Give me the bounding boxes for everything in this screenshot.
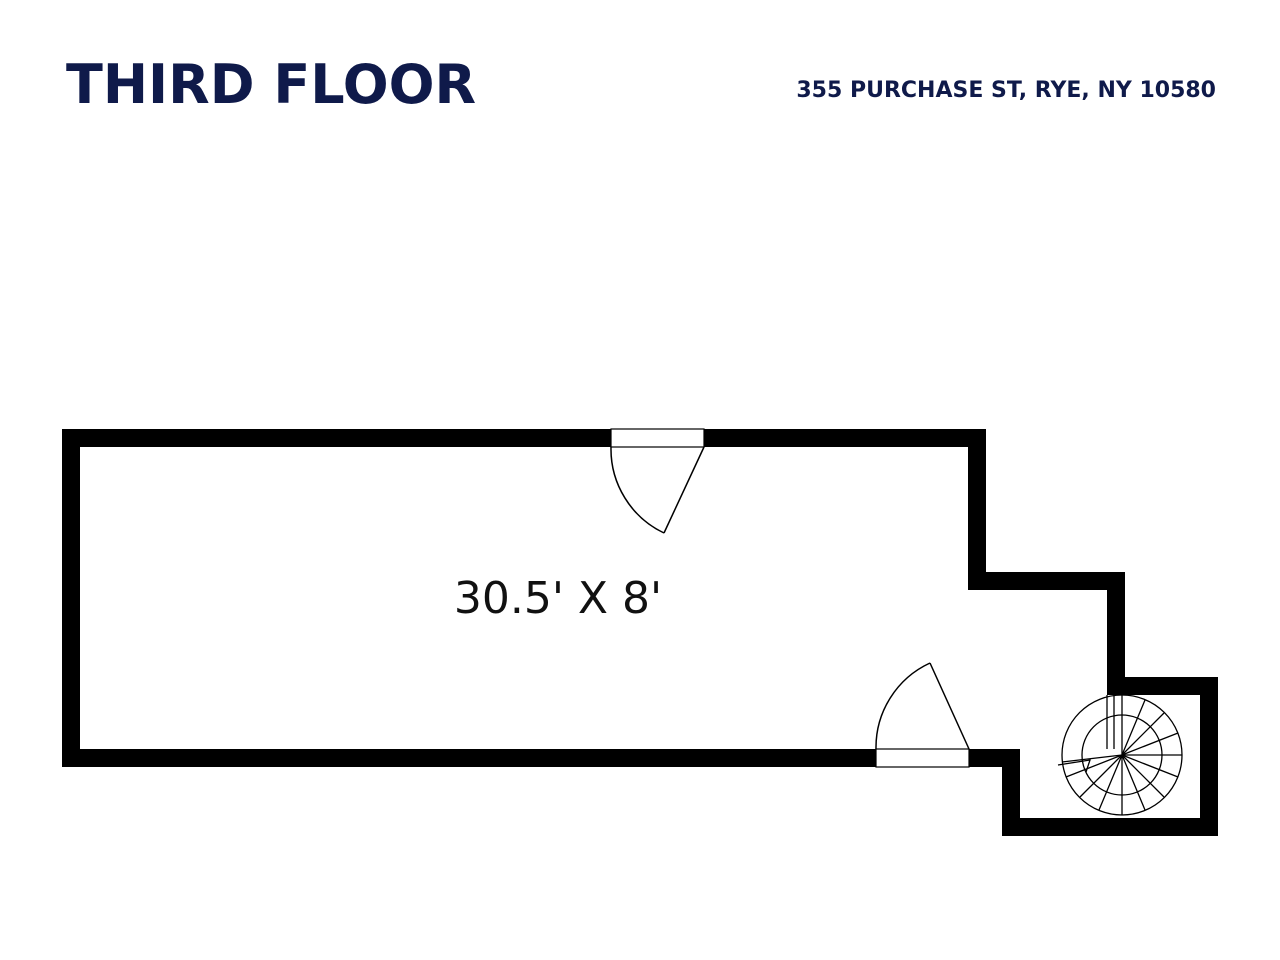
room-dimensions: 30.5' X 8' [454, 573, 662, 624]
stair-treads [1061, 695, 1182, 815]
property-address: 355 PURCHASE ST, RYE, NY 10580 [796, 78, 1216, 103]
main-room-interior [80, 447, 1200, 818]
stair-partition [1107, 590, 1125, 695]
door-bottom-leaf [929, 662, 970, 750]
door-top-swing [610, 446, 665, 534]
door-top [610, 428, 705, 534]
spiral-staircase [1057, 694, 1183, 816]
door-bottom [875, 662, 970, 768]
door-top-leaf [663, 446, 705, 534]
walls [62, 429, 1218, 836]
door-bottom-opening [875, 748, 970, 768]
door-top-opening [610, 428, 705, 448]
page-title: THIRD FLOOR [66, 53, 477, 116]
stair-direction-arrow [1057, 759, 1091, 773]
door-bottom-swing [875, 662, 931, 750]
